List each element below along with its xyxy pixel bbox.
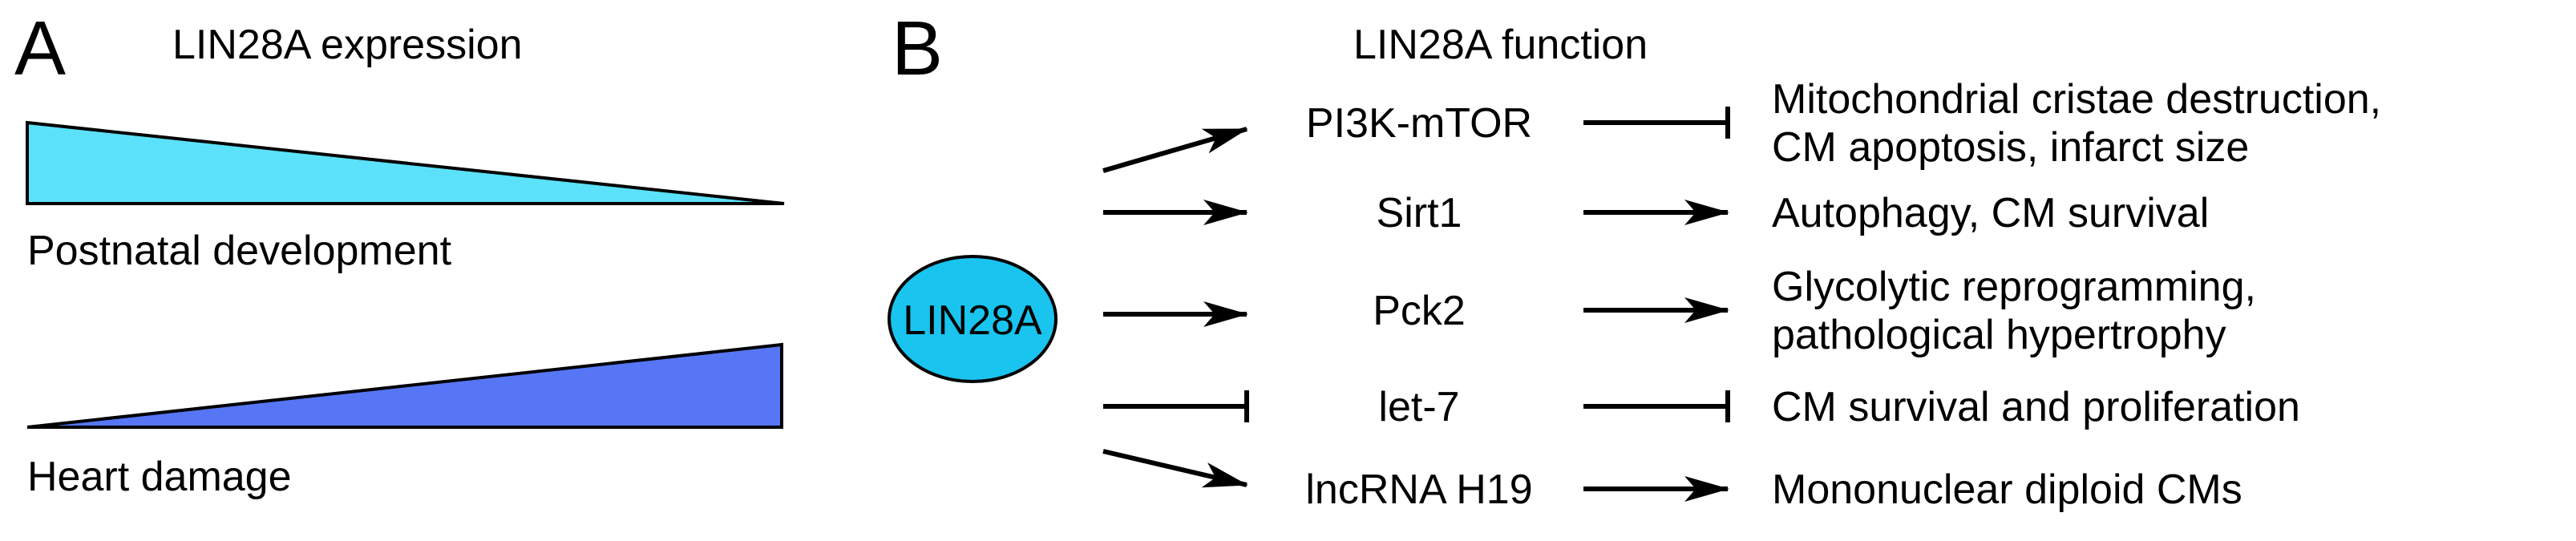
- panel-a: A LIN28A expression Postnatal developmen…: [14, 6, 785, 500]
- target-let-7: let-7: [1378, 384, 1459, 430]
- panel-b: B LIN28A function LIN28A PI3K-mTOR Mitoch…: [888, 6, 2381, 513]
- output-inhibition-pi3k-mtor: [1583, 107, 1730, 139]
- expression-increase-wedge: [26, 342, 783, 429]
- panel-b-letter: B: [892, 6, 943, 91]
- target-lncrna-h19: lncRNA H19: [1305, 466, 1532, 513]
- pathway-let-7: let-7 CM survival and proliferation: [1103, 384, 2300, 430]
- effect-sirt1-line-1: Autophagy, CM survival: [1772, 190, 2209, 236]
- panel-a-title: LIN28A expression: [172, 22, 523, 68]
- pathway-list: PI3K-mTOR Mitochondrial cristae destructi…: [1102, 76, 2381, 513]
- pathway-lncrna-h19: lncRNA H19 Mononuclear diploid CMs: [1102, 449, 2242, 513]
- input-activation-lncrna-h19-line: [1102, 449, 1248, 488]
- input-activation-pi3k-mtor: [1102, 127, 1248, 173]
- target-pi3k-mtor: PI3K-mTOR: [1306, 100, 1532, 147]
- output-inhibition-let-7: [1583, 390, 1730, 422]
- effect-pck2-line-2: pathological hypertrophy: [1772, 312, 2226, 358]
- target-sirt1: Sirt1: [1377, 190, 1462, 236]
- lin28a-node-ellipse: [888, 255, 1057, 383]
- heart-damage-label: Heart damage: [27, 454, 292, 500]
- postnatal-development-label: Postnatal development: [27, 228, 452, 274]
- effect-pi3k-mtor-line-1: Mitochondrial cristae destruction,: [1772, 76, 2381, 123]
- pathway-pck2: Pck2 Glycolytic reprogramming,pathologica…: [1103, 264, 2256, 358]
- pathway-pi3k-mtor: PI3K-mTOR Mitochondrial cristae destructi…: [1102, 76, 2381, 173]
- effect-lncrna-h19-line-1: Mononuclear diploid CMs: [1772, 466, 2242, 513]
- effect-pi3k-mtor-line-2: CM apoptosis, infarct size: [1772, 124, 2249, 171]
- input-inhibition-let-7: [1103, 390, 1249, 422]
- effect-pck2-line-1: Glycolytic reprogramming,: [1772, 264, 2256, 310]
- target-pck2: Pck2: [1373, 288, 1466, 334]
- lin28a-node-label: LIN28A: [903, 297, 1042, 344]
- pathway-sirt1: Sirt1 Autophagy, CM survival: [1103, 190, 2209, 236]
- effect-let-7-line-1: CM survival and proliferation: [1772, 384, 2300, 430]
- lin28a-node: LIN28A: [888, 255, 1057, 383]
- input-activation-lncrna-h19: [1102, 449, 1248, 488]
- input-activation-pi3k-mtor-line: [1102, 127, 1248, 173]
- expression-decrease-wedge: [26, 120, 785, 205]
- panel-b-title: LIN28A function: [1353, 22, 1648, 68]
- panel-a-letter: A: [14, 6, 66, 91]
